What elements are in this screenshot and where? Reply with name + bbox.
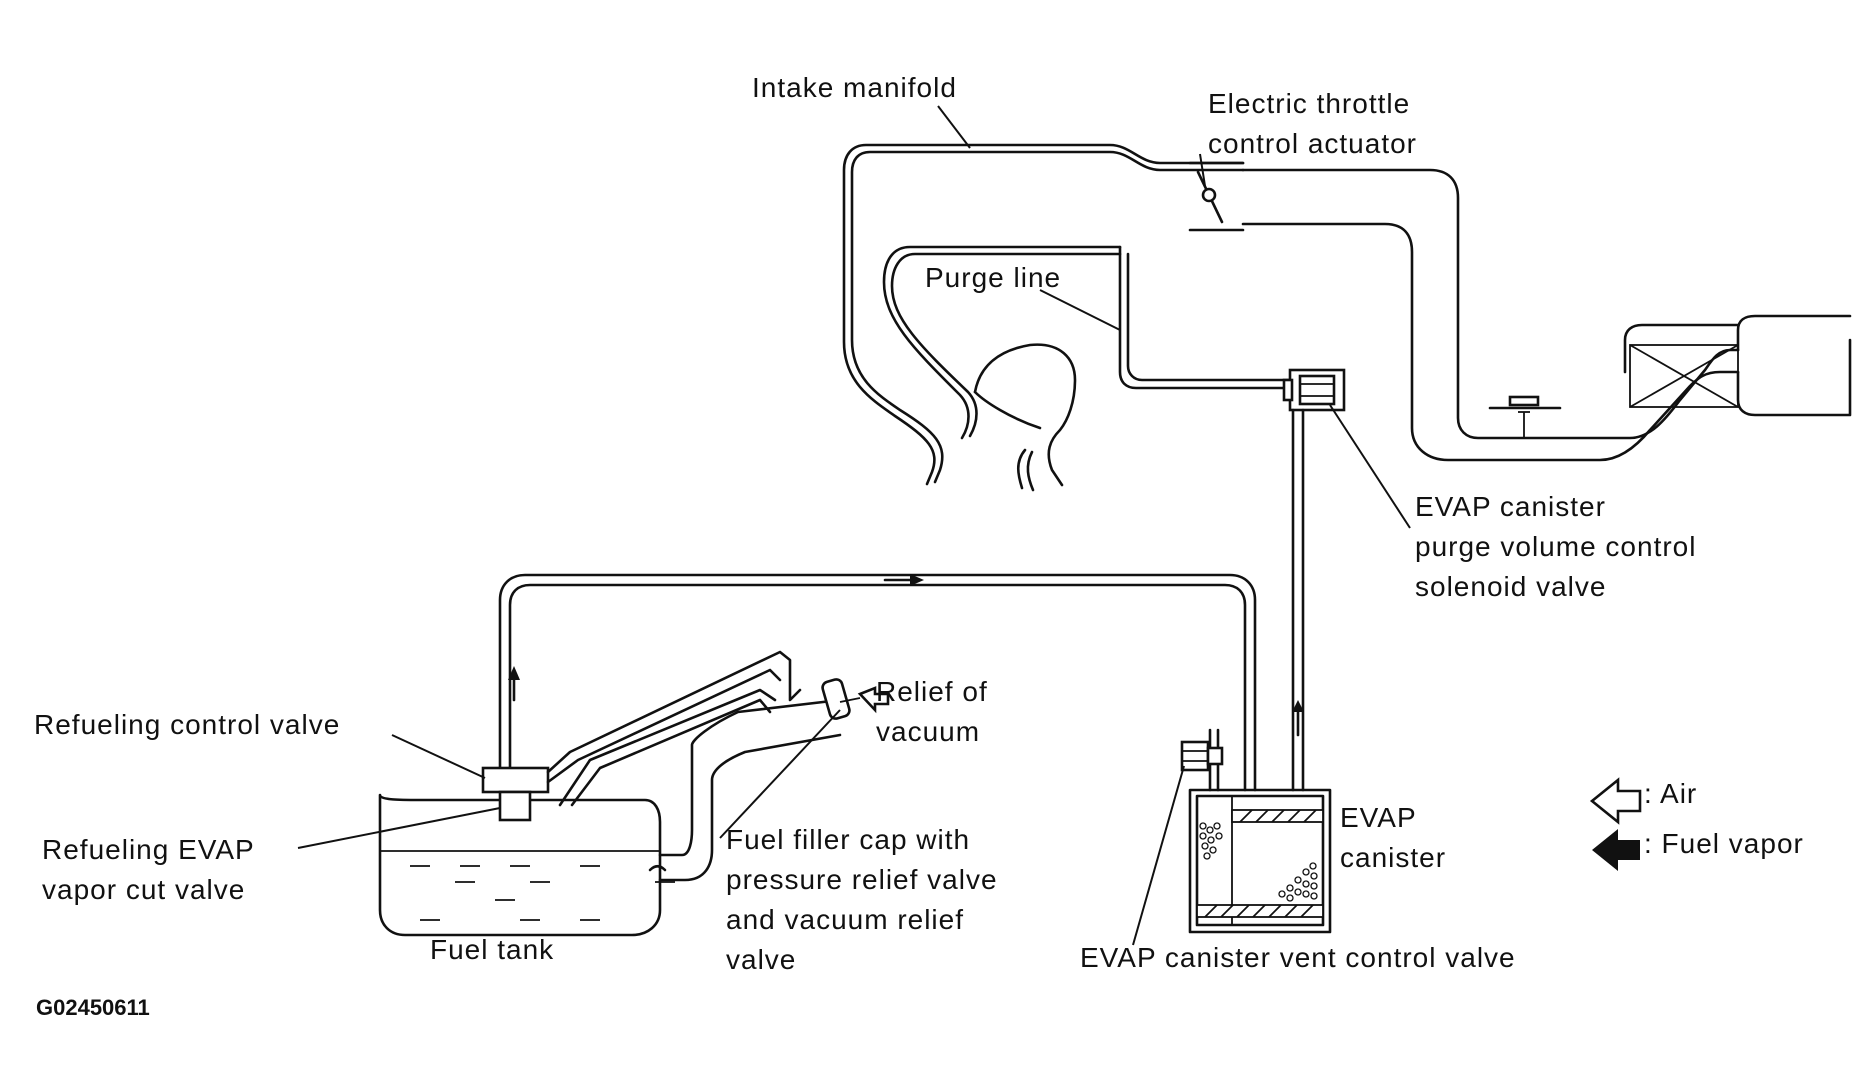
- filler-neck: [546, 650, 842, 882]
- label-purge-valve-line2: purge volume control: [1415, 531, 1697, 562]
- label-intake-manifold: Intake manifold: [752, 72, 957, 103]
- label-vapor-cut-valve-line2: vapor cut valve: [42, 874, 246, 905]
- label-throttle-actuator-line2: control actuator: [1208, 128, 1417, 159]
- legend-fuel-vapor-icon: [1592, 829, 1640, 871]
- label-relief-vacuum-line2: vacuum: [876, 716, 981, 747]
- fuel-filler-cap: [821, 678, 890, 720]
- label-vent-control-valve: EVAP canister vent control valve: [1080, 942, 1516, 973]
- vent-control-valve: [1180, 728, 1224, 792]
- cylinder-head: [973, 343, 1077, 492]
- leader-lines: [297, 105, 1411, 946]
- vapor-line: [498, 573, 1257, 792]
- fuel-tank: [378, 793, 675, 937]
- air-duct: [1488, 314, 1852, 439]
- figure-code: G02450611: [36, 995, 150, 1020]
- legend-air-icon: [1589, 777, 1642, 825]
- purge-line: [1118, 245, 1292, 390]
- label-purge-valve-line1: EVAP canister: [1415, 491, 1606, 522]
- label-evap-canister-line2: canister: [1340, 842, 1447, 873]
- label-purge-line: Purge line: [925, 262, 1062, 293]
- legend-fuel-vapor-label: : Fuel vapor: [1644, 828, 1804, 859]
- label-refueling-control-valve: Refueling control valve: [34, 709, 341, 740]
- carbon-granules: [1199, 822, 1318, 902]
- canister-purge-pipe: [1291, 408, 1305, 792]
- intake-manifold: [842, 143, 1245, 486]
- label-fuel-tank: Fuel tank: [430, 934, 555, 965]
- throttle-body: [1188, 161, 1740, 462]
- label-evap-canister-line1: EVAP: [1340, 802, 1417, 833]
- evap-canister: [1188, 788, 1332, 934]
- canister-hatch: [1204, 809, 1317, 918]
- label-filler-cap-line3: and vacuum relief: [726, 904, 965, 935]
- label-filler-cap-line2: pressure relief valve: [726, 864, 998, 895]
- purge-solenoid-valve: [1282, 368, 1346, 412]
- label-throttle-actuator-line1: Electric throttle: [1208, 88, 1411, 119]
- label-vapor-cut-valve-line1: Refueling EVAP: [42, 834, 255, 865]
- fuel-level-marks: [410, 865, 675, 921]
- label-filler-cap-line4: valve: [726, 944, 797, 975]
- legend-air-label: : Air: [1644, 778, 1698, 809]
- refueling-control-valve: [481, 766, 550, 822]
- label-filler-cap-line1: Fuel filler cap with: [726, 824, 971, 855]
- label-purge-valve-line3: solenoid valve: [1415, 571, 1607, 602]
- label-relief-vacuum-line1: Relief of: [876, 676, 988, 707]
